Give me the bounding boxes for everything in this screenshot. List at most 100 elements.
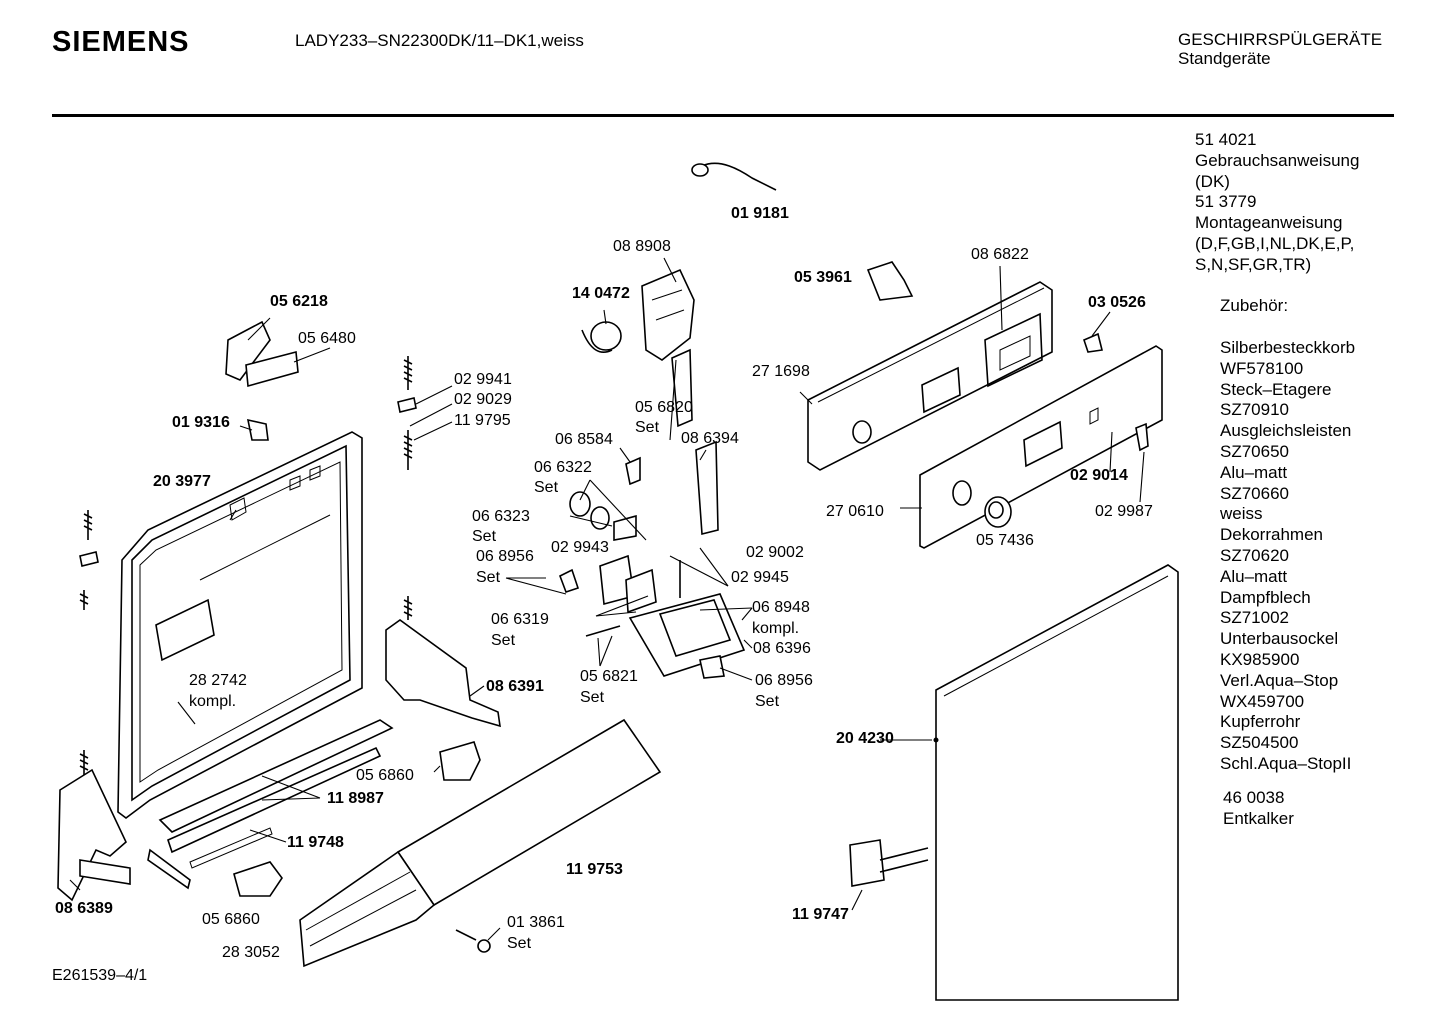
accessory-item: SZ71002 — [1220, 608, 1289, 628]
part-label-056480: 05 6480 — [298, 330, 356, 347]
part-label-029943: 02 9943 — [551, 539, 609, 556]
part-label-019181: 01 9181 — [731, 205, 789, 222]
part-label-056860b: 05 6860 — [202, 911, 260, 928]
category-line-2: Standgeräte — [1178, 49, 1271, 68]
part-label-283052: 28 3052 — [222, 944, 280, 961]
accessory-item: KX985900 — [1220, 649, 1300, 669]
part-label-086394: 08 6394 — [681, 430, 739, 447]
part-label-029945: 02 9945 — [731, 569, 789, 586]
accessory-item: Alu–matt — [1220, 566, 1288, 586]
doc-item: 51 3779 — [1195, 192, 1257, 212]
small-parts — [79, 162, 1149, 953]
accessory-item: Kupferrohr — [1220, 712, 1301, 732]
doc-item: (D,F,GB,I,NL,DK,E,P, — [1195, 233, 1355, 253]
part-label-053961: 05 3961 — [794, 269, 852, 286]
part-label-029987: 02 9987 — [1095, 503, 1153, 520]
part-label-set-f: Set — [580, 689, 605, 706]
part-label-140472: 14 0472 — [572, 285, 630, 302]
accessory-item: Silberbesteckkorb — [1220, 338, 1356, 357]
model-title: LADY233–SN22300DK/11–DK1,weiss — [295, 31, 584, 50]
accessory-item: SZ504500 — [1220, 733, 1299, 753]
part-label-118987: 11 8987 — [327, 790, 384, 807]
part-label-066319: 06 6319 — [491, 611, 549, 628]
part-label-086822: 08 6822 — [971, 246, 1029, 263]
accessory-item: Schl.Aqua–StopII — [1220, 753, 1352, 773]
door-outer-panel — [933, 564, 1179, 1001]
accessories-list: Silberbesteckkorb WF578100 Steck–Etagere… — [1220, 338, 1355, 775]
part-label-282742: 28 2742 — [189, 672, 247, 689]
accessory-item: SZ70650 — [1220, 441, 1289, 461]
part-label-029014: 02 9014 — [1070, 467, 1128, 484]
extra-accessory: 46 0038 Entkalker — [1223, 788, 1294, 830]
part-label-068956a: 06 8956 — [476, 548, 534, 565]
door-inner-panel — [117, 431, 363, 819]
accessory-item: Ausgleichsleisten — [1220, 421, 1352, 441]
part-label-056860a: 05 6860 — [356, 767, 414, 784]
accessory-item: SZ70660 — [1220, 483, 1289, 503]
doc-item: Montageanweisung — [1195, 213, 1343, 233]
part-label-119795: 11 9795 — [454, 412, 511, 429]
part-label-056821: 05 6821 — [580, 668, 638, 685]
part-label-119753: 11 9753 — [566, 861, 623, 878]
part-label-086389: 08 6389 — [55, 900, 113, 917]
part-label-056218: 05 6218 — [270, 293, 328, 310]
part-label-068948: 06 8948 — [752, 599, 810, 616]
extra-item: Entkalker — [1223, 808, 1294, 828]
leader-lines — [69, 257, 1145, 941]
accessory-item: Verl.Aqua–Stop — [1220, 670, 1339, 690]
accessory-item: Dampfblech — [1220, 587, 1311, 607]
brand-logo: SIEMENS — [52, 26, 190, 58]
knob-part — [984, 496, 1012, 528]
part-label-019316: 01 9316 — [172, 414, 230, 431]
panel-facia — [919, 345, 1163, 549]
part-label-029002: 02 9002 — [746, 544, 804, 561]
part-label-set-g: Set — [755, 693, 780, 710]
part-label-203977: 20 3977 — [153, 473, 211, 490]
part-label-066322: 06 6322 — [534, 459, 592, 476]
part-label-271698: 27 1698 — [752, 363, 810, 380]
part-label-kompl-a: kompl. — [752, 620, 800, 637]
accessory-item: SZ70620 — [1220, 545, 1289, 565]
accessory-item: weiss — [1220, 504, 1263, 524]
part-label-066323: 06 6323 — [472, 508, 530, 525]
part-label-057436: 05 7436 — [976, 532, 1034, 549]
part-label-set-d: Set — [476, 569, 501, 586]
doc-item: Gebrauchsanweisung — [1195, 150, 1360, 170]
doc-item: 51 4021 — [1195, 130, 1257, 149]
accessory-item: Steck–Etagere — [1220, 379, 1332, 399]
doc-item: S,N,SF,GR,TR) — [1195, 254, 1312, 274]
part-label-set-c: Set — [472, 528, 497, 545]
part-label-set-e: Set — [491, 632, 516, 649]
accessories-heading: Zubehör: — [1220, 296, 1289, 315]
document-number: E261539–4/1 — [52, 967, 148, 984]
accessory-item: Unterbausockel — [1220, 629, 1339, 649]
part-label-set-a: Set — [635, 419, 660, 436]
part-label-088908: 08 8908 — [613, 238, 671, 255]
accessory-item: WF578100 — [1220, 358, 1304, 378]
accessory-item: SZ70910 — [1220, 400, 1289, 420]
part-label-068956b: 06 8956 — [755, 672, 813, 689]
extra-item: 46 0038 — [1223, 788, 1285, 807]
part-label-029029: 02 9029 — [454, 391, 512, 408]
category-line-1: GESCHIRRSPÜLGERÄTE — [1178, 30, 1383, 49]
part-label-set-h: Set — [507, 935, 532, 952]
accessory-item: Dekorrahmen — [1220, 525, 1323, 545]
part-label-119747: 11 9747 — [792, 906, 849, 923]
part-label-set-b: Set — [534, 479, 559, 496]
category-block: GESCHIRRSPÜLGERÄTE Standgeräte — [1178, 30, 1382, 68]
part-label-204230: 20 4230 — [836, 730, 894, 747]
part-label-030526: 03 0526 — [1088, 294, 1146, 311]
accessory-item: Alu–matt — [1220, 462, 1288, 482]
doc-item: (DK) — [1195, 171, 1230, 191]
part-label-068584: 06 8584 — [555, 431, 613, 448]
part-label-056820: 05 6820 — [635, 399, 693, 416]
part-label-029941: 02 9941 — [454, 371, 512, 388]
part-label-086391: 08 6391 — [486, 678, 544, 695]
part-label-013861: 01 3861 — [507, 914, 565, 931]
part-label-086396: 08 6396 — [753, 640, 811, 657]
side-brackets — [57, 619, 501, 902]
part-label-270610: 27 0610 — [826, 503, 884, 520]
accessory-item: WX459700 — [1220, 691, 1305, 711]
springs — [79, 356, 413, 775]
